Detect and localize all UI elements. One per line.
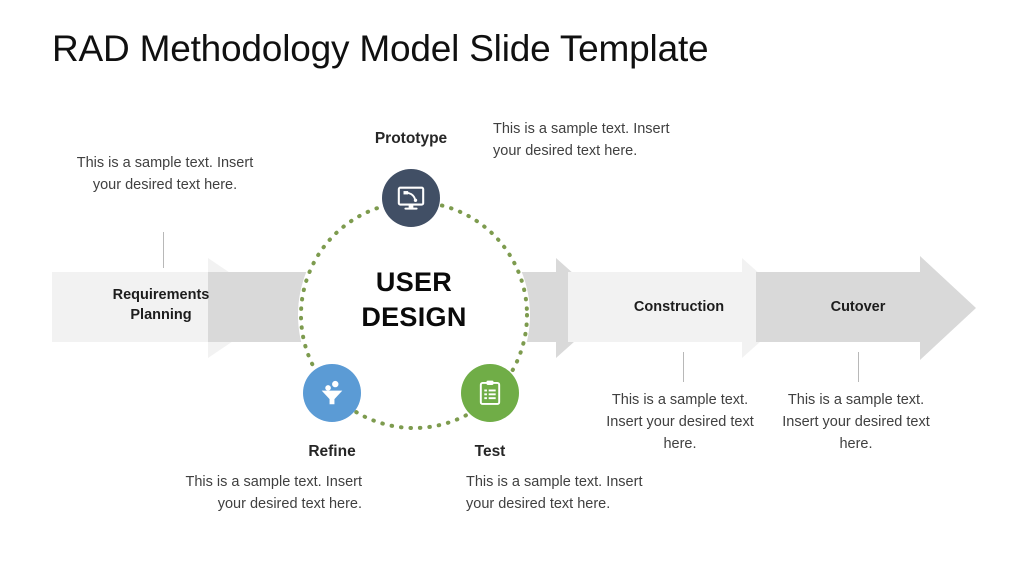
monitor-design-icon [397, 186, 425, 210]
node-label-test: Test [474, 443, 506, 460]
stage-label-construction: Construction [633, 299, 725, 315]
stage-label-cutover: Cutover [830, 299, 886, 315]
center-title-line2: DESIGN [361, 301, 467, 332]
stage-label-line1: Requirements [112, 287, 210, 303]
description-requirements-planning: This is a sample text. Insert your desir… [76, 155, 254, 194]
stage-label-line2: Planning [130, 306, 192, 323]
description-construction: This is a sample text. Insert your desir… [606, 392, 754, 453]
center-title: USER DESIGN [299, 265, 529, 334]
page-title: RAD Methodology Model Slide Template [52, 28, 709, 69]
stage-label-requirements-planning: Requirements Planning [88, 286, 234, 325]
node-bubble-test[interactable] [461, 364, 519, 422]
center-title-line1: USER [375, 267, 453, 297]
node-label-prototype: Prototype [374, 130, 448, 147]
description-prototype: This is a sample text. Insert your desir… [493, 121, 670, 160]
funnel-people-icon [321, 380, 343, 405]
description-cutover: This is a sample text. Insert your desir… [782, 392, 930, 453]
node-bubble-prototype[interactable] [382, 169, 440, 227]
node-label-refine: Refine [308, 443, 356, 460]
description-test: This is a sample text. Insert your desir… [466, 474, 643, 513]
connector-line-cutover [858, 352, 859, 382]
clipboard-checklist-icon [479, 380, 501, 405]
description-refine: This is a sample text. Insert your desir… [185, 474, 362, 513]
arrow-segment-construction[interactable] [568, 258, 798, 358]
connector-line-construction [683, 352, 684, 382]
node-bubble-refine[interactable] [303, 364, 361, 422]
arrow-segment-cutover[interactable] [756, 256, 976, 360]
connector-line-requirements [163, 232, 164, 268]
